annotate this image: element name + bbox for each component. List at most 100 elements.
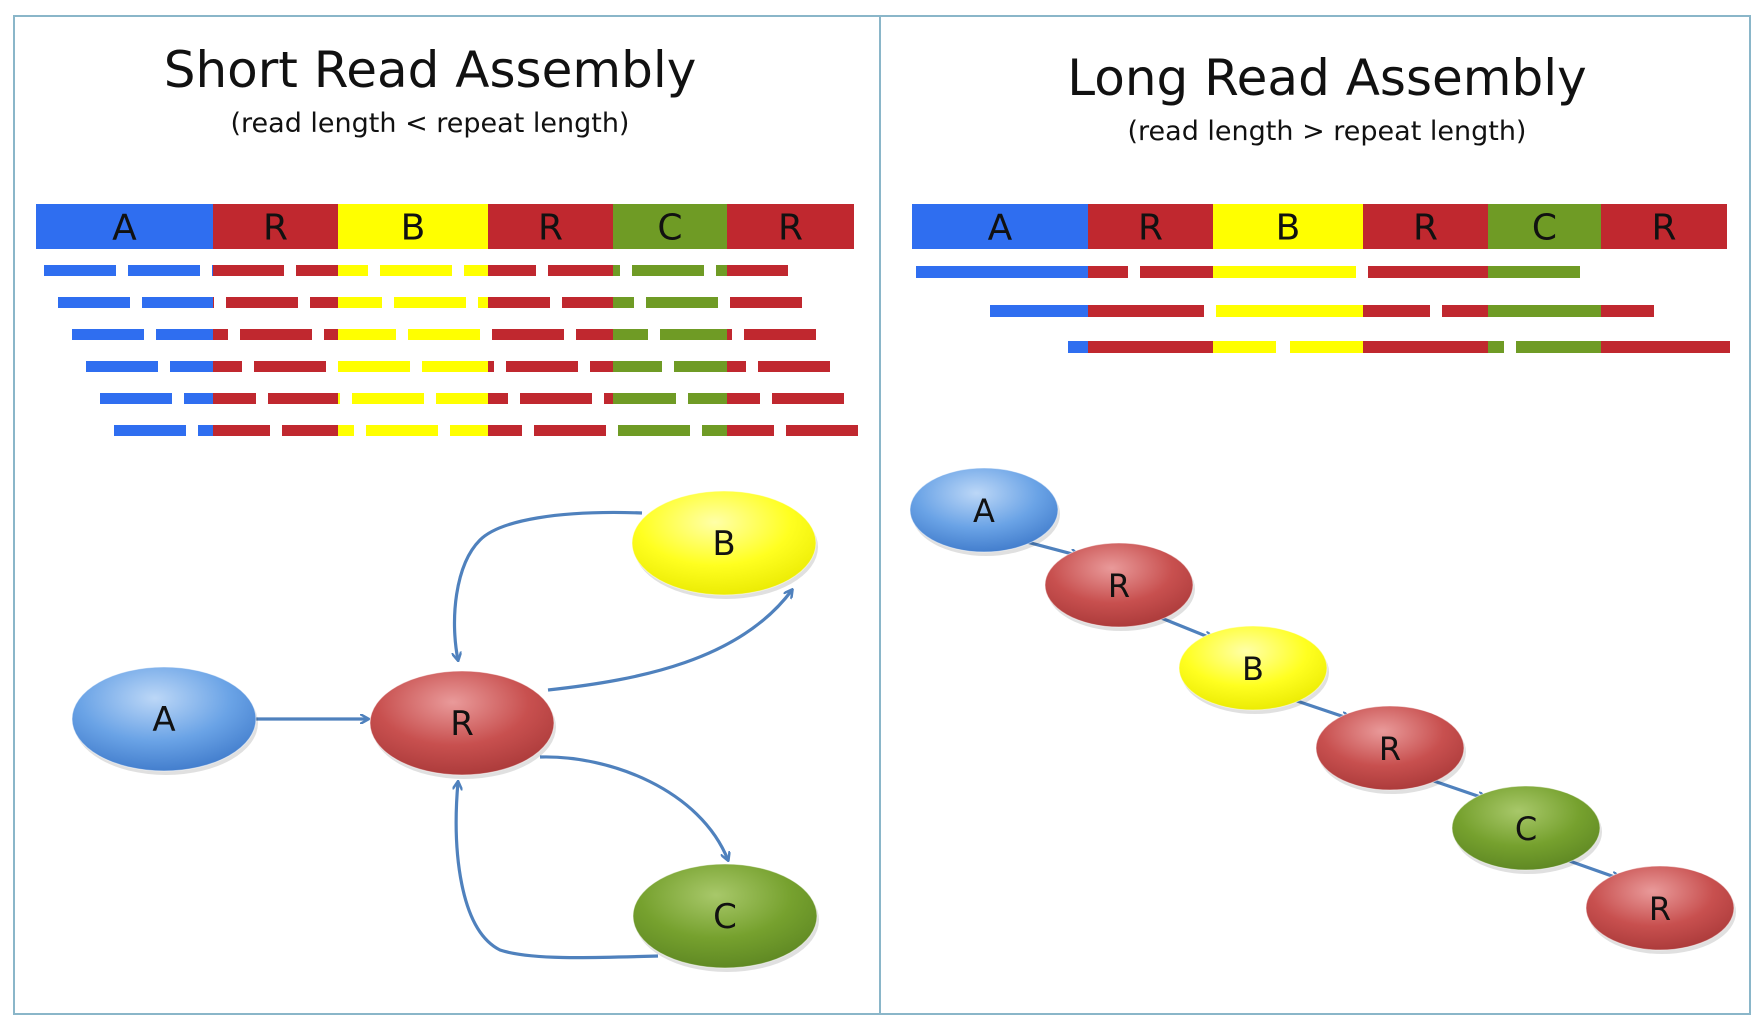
node-label: C — [1515, 810, 1537, 848]
panel-long-read: Long Read Assembly (read length > repeat… — [879, 15, 1751, 1015]
short-read — [478, 297, 550, 308]
short-read — [58, 297, 130, 308]
node-label: B — [1242, 650, 1264, 688]
short-read — [786, 425, 858, 436]
genome-segment-r — [1601, 204, 1727, 249]
short-reads — [44, 265, 858, 436]
long-read — [916, 266, 1128, 278]
panel-title: Short Read Assembly — [164, 41, 697, 99]
long-read — [1368, 266, 1580, 278]
node-a: A — [71, 666, 258, 775]
panel-short-read: Short Read Assembly (read length < repea… — [13, 15, 881, 1015]
node-b: B — [1178, 625, 1329, 714]
genome-segment-b — [1213, 204, 1363, 249]
node-label: R — [450, 704, 474, 744]
short-read — [324, 329, 396, 340]
short-read — [632, 265, 704, 276]
short-read — [464, 265, 536, 276]
short-read — [548, 265, 620, 276]
node-label: C — [713, 897, 737, 937]
short-read — [744, 329, 816, 340]
short-read — [562, 297, 634, 308]
short-read — [282, 425, 354, 436]
genome-segment-a — [912, 204, 1088, 249]
short-read — [576, 329, 648, 340]
short-read — [590, 361, 662, 372]
node-b: B — [631, 490, 818, 599]
edge-b-to-r — [454, 510, 643, 660]
panel-subtitle: (read length < repeat length) — [231, 108, 630, 139]
node-r: R — [369, 670, 556, 779]
genome-segment-label: C — [1532, 208, 1557, 249]
edge-r-to-b — [547, 590, 792, 692]
genome-segment-r — [727, 204, 854, 249]
panel-title: Long Read Assembly — [1067, 49, 1586, 107]
short-read — [156, 329, 228, 340]
short-read — [184, 393, 256, 404]
short-read — [338, 361, 410, 372]
long-read — [1290, 341, 1504, 353]
short-read — [408, 329, 480, 340]
genome-segment-b — [338, 204, 488, 249]
long-read — [1140, 266, 1356, 278]
short-read — [492, 329, 564, 340]
genome-segment-label: R — [778, 208, 803, 249]
node-label: R — [1649, 890, 1671, 928]
short-read — [268, 393, 340, 404]
node-r1: R — [1044, 542, 1195, 631]
genome-segment-label: C — [657, 208, 682, 249]
short-read — [646, 297, 718, 308]
short-read — [730, 297, 802, 308]
genome-segment-a — [36, 204, 213, 249]
short-read — [506, 361, 578, 372]
genome-segment-label: R — [1138, 208, 1163, 249]
long-read — [990, 305, 1204, 317]
long-reads — [916, 266, 1730, 353]
short-read — [296, 265, 368, 276]
short-read — [450, 425, 522, 436]
short-read — [142, 297, 214, 308]
short-read — [114, 425, 186, 436]
panel-subtitle: (read length > repeat length) — [1128, 116, 1527, 147]
long-read — [1442, 305, 1654, 317]
short-read — [310, 297, 382, 308]
edge-c-to-r — [456, 782, 659, 960]
short-read — [226, 297, 298, 308]
genome-segment-r — [488, 204, 613, 249]
genome-segment-r — [1088, 204, 1213, 249]
short-read — [772, 393, 844, 404]
genome-segment-r — [213, 204, 338, 249]
panel-border — [879, 15, 1751, 1015]
genome-segment-r — [1363, 204, 1488, 249]
short-read — [674, 361, 746, 372]
node-label: B — [712, 524, 735, 564]
short-read — [352, 393, 424, 404]
short-read — [72, 329, 144, 340]
short-read — [198, 425, 270, 436]
short-read — [604, 393, 676, 404]
assembly-graph: A R B C — [71, 490, 819, 972]
long-read — [1516, 341, 1730, 353]
node-c: C — [1451, 785, 1602, 874]
genome-segment-c — [613, 204, 727, 249]
node-label: A — [152, 700, 175, 740]
genome-segment-label: B — [401, 208, 426, 249]
short-read — [702, 425, 774, 436]
short-read — [520, 393, 592, 404]
short-read — [254, 361, 326, 372]
genome-segment-label: R — [1651, 208, 1676, 249]
long-read — [1068, 341, 1276, 353]
node-label: R — [1108, 567, 1130, 605]
short-read — [688, 393, 760, 404]
genome-segment-label: A — [112, 208, 137, 249]
short-read — [660, 329, 732, 340]
genome-segment-label: R — [538, 208, 563, 249]
short-read — [170, 361, 242, 372]
short-read — [394, 297, 466, 308]
node-label: A — [973, 492, 995, 530]
short-read — [618, 425, 690, 436]
